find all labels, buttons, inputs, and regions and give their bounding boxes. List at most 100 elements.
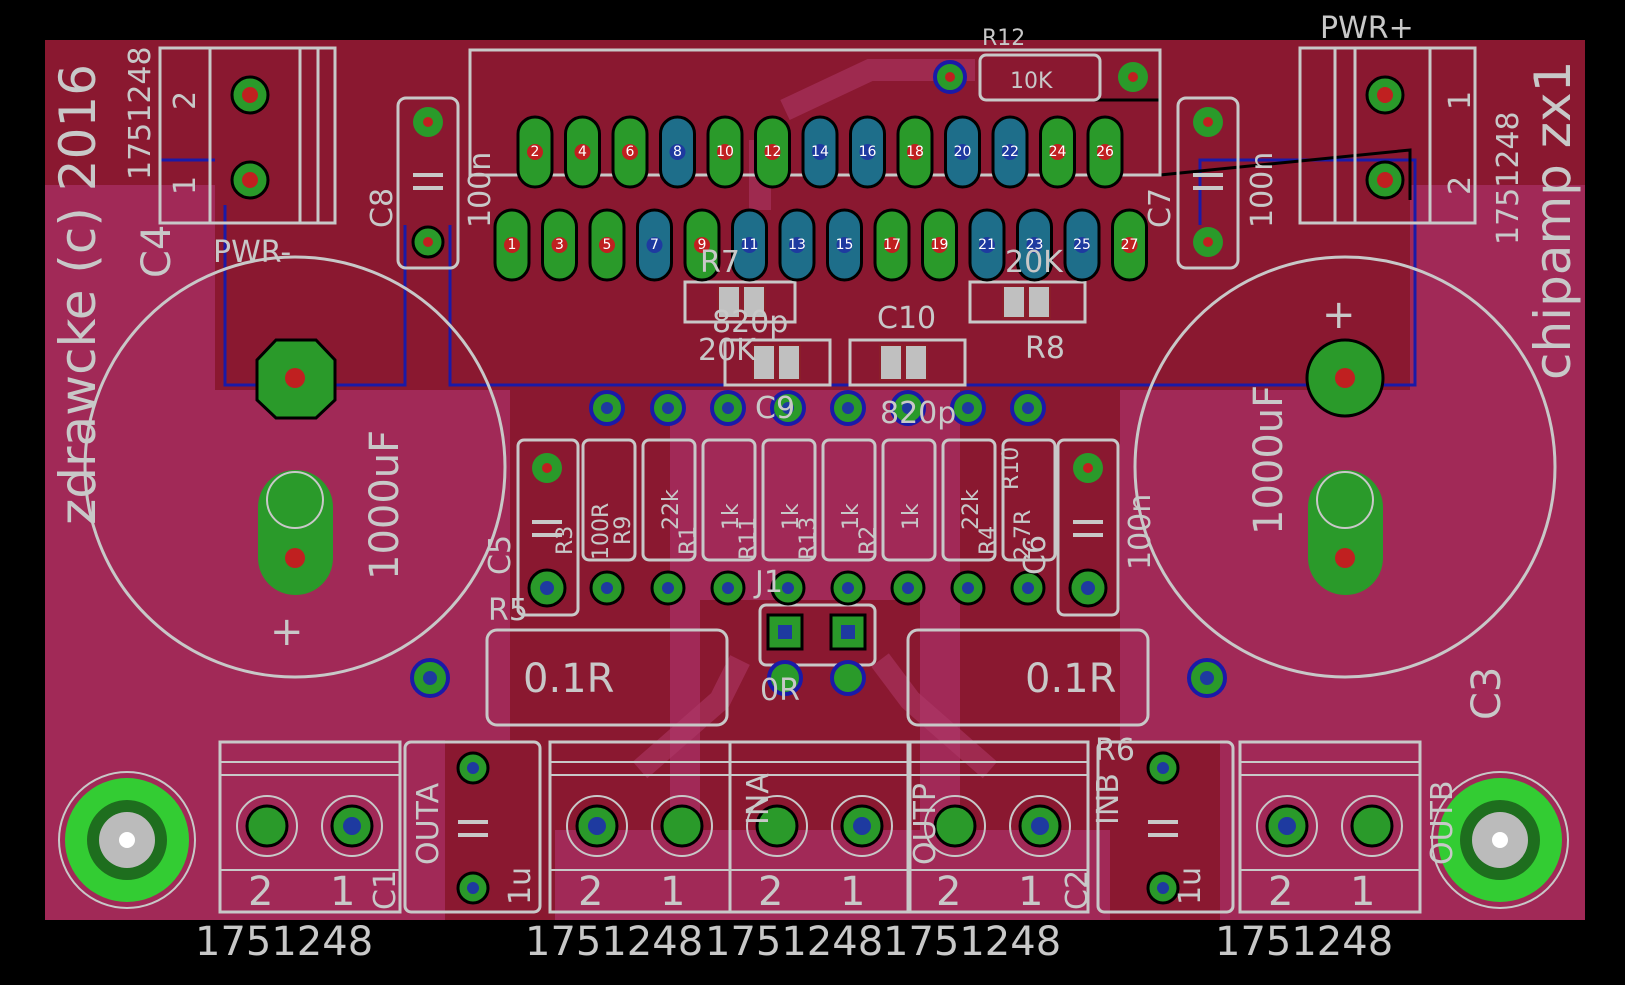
terminal-pad (321, 795, 383, 857)
ic-pin-number: 3 (555, 237, 564, 253)
ic-pin-number: 1 (508, 237, 517, 253)
ic-pin-10: 10 (706, 115, 744, 189)
c6-value: 100n (1123, 494, 1158, 570)
c1-value: 1u (503, 867, 538, 905)
r10-value: 2.7R (1011, 510, 1036, 560)
pwr-plus-pin2: 2 (1443, 176, 1478, 195)
c5-name: C5 (483, 535, 518, 575)
resistor-pad-bottom (589, 570, 625, 606)
c7-value: 100n (1245, 152, 1280, 228)
terminal-pin-1: 1 (660, 869, 685, 915)
ic-pin-number: 18 (906, 144, 924, 160)
shunt-resistor-pads (410, 658, 1227, 698)
ic-pin-14: 14 (801, 115, 839, 189)
terminal-pad (566, 795, 628, 857)
terminal-pin-2: 2 (758, 869, 783, 915)
resistor-pad-top (1010, 390, 1046, 426)
resistor-pad-bottom (770, 570, 806, 606)
ic-pin-22: 22 (991, 115, 1029, 189)
c7-name: C7 (1143, 188, 1178, 228)
ic-pin-number: 25 (1073, 237, 1091, 253)
c8-value: 100n (463, 152, 498, 228)
ic-pin-7: 7 (636, 208, 673, 282)
terminal-pin-2: 2 (1268, 869, 1293, 915)
ic-pin-number: 8 (673, 144, 682, 160)
ic-pin-number: 13 (788, 237, 806, 253)
silkscreen-outlines (83, 46, 1557, 914)
terminal-pin-1: 1 (1350, 869, 1375, 915)
ic-pin-number: 5 (603, 237, 612, 253)
resistor-pad-bottom (950, 570, 986, 606)
resistor-pads-top (589, 390, 1046, 426)
ic-pin-number: 24 (1049, 144, 1067, 160)
ic-pin-4: 4 (564, 115, 601, 189)
r3-value: 100R (589, 503, 614, 560)
ic-pin-13: 13 (778, 208, 816, 282)
cap-symbols (413, 173, 1223, 837)
ic-pin-number: 16 (859, 144, 877, 160)
c4-name: C4 (134, 225, 180, 278)
ic-pin-number: 14 (811, 144, 829, 160)
terminal-pad (1009, 795, 1071, 857)
pwr-minus-pin1: 1 (168, 176, 203, 195)
ic-pin-27: 27 (1111, 208, 1148, 282)
r13-name: R13 (796, 517, 821, 560)
r7-value: 20K (698, 333, 757, 368)
ic-pin-number: 23 (1026, 237, 1044, 253)
ic-pin-12: 12 (754, 115, 791, 189)
ic-pin-number: 27 (1121, 237, 1139, 253)
ic-pin-number: 22 (1001, 144, 1019, 160)
ic-pin-number: 17 (883, 237, 901, 253)
ic-pin-23: 23 (1016, 208, 1053, 282)
ic-pin-24: 24 (1039, 115, 1076, 189)
pwr-minus-label: PWR- (213, 235, 291, 270)
r11-name: R11 (736, 517, 761, 560)
r2-value: 1k (839, 503, 864, 530)
ic-pin-6: 6 (611, 115, 649, 189)
c4-value: 1000uF (362, 430, 408, 580)
ic-pin-number: 2 (531, 144, 540, 160)
mounting-holes (58, 771, 1569, 909)
r11-value: 1k (719, 503, 744, 530)
c9-name: C9 (755, 391, 795, 426)
c3-value: 1000uF (1246, 385, 1292, 535)
ic-pin-number: 19 (931, 237, 949, 253)
ic-pin-19: 19 (921, 208, 958, 282)
resistor-pad-top (830, 390, 866, 426)
ic-pin-15: 15 (826, 208, 863, 282)
j1-value: 0R (760, 673, 800, 708)
terminal-part-number: 1751248 (525, 919, 703, 965)
c3-name: C3 (1464, 667, 1510, 720)
pwr-plus-pin1: 1 (1443, 91, 1478, 110)
ic-pin-2: 2 (516, 115, 554, 189)
resistor-pad-top (890, 390, 926, 426)
terminal-pin-2: 2 (578, 869, 603, 915)
ic-pin-3: 3 (541, 208, 578, 282)
r3-name: R3 (553, 526, 578, 555)
r6-value: 0.1R (1025, 656, 1116, 702)
pwr-plus-part: 1751248 (1491, 111, 1526, 245)
resistor-pad-bottom (890, 570, 926, 606)
c1-name: C1 (368, 870, 403, 910)
c4-minus-mark: + (270, 609, 304, 655)
resistor-pads-bottom (589, 570, 1046, 606)
ic-pin-9: 9 (683, 208, 721, 282)
smd-pads (717, 285, 1051, 381)
out-p-label: OUTP (908, 783, 943, 865)
terminal-pad (651, 795, 713, 857)
ic-pin-17: 17 (873, 208, 911, 282)
terminal-part-number: 1751248 (883, 919, 1061, 965)
ic-pin-number: 20 (954, 144, 972, 160)
ic-pin-number: 11 (741, 237, 759, 253)
terminal-pin-2: 2 (936, 869, 961, 915)
terminal-pad (1256, 795, 1318, 857)
bottom-connector-pads (236, 795, 1403, 857)
resistor-pad-top (710, 390, 746, 426)
c6-name: C6 (1018, 535, 1053, 575)
pwr-minus-part: 1751248 (123, 46, 158, 180)
c8-name: C8 (365, 188, 400, 228)
pwr-minus-pin2: 2 (168, 91, 203, 110)
terminal-pad (924, 795, 986, 857)
